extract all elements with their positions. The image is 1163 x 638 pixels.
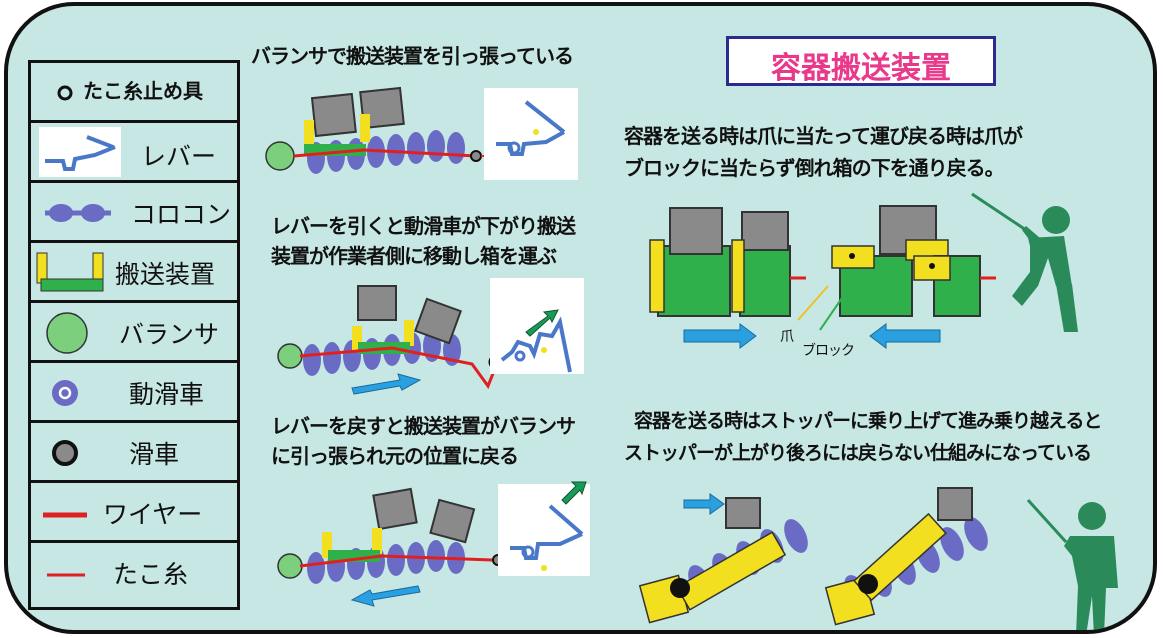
legend-label: ワイヤー (103, 500, 203, 529)
transport-device-icon (36, 252, 104, 292)
legend-row-roller: コロコン (31, 183, 237, 243)
claw-illustration (649, 205, 996, 349)
caption-claw-line2: ブロックに当たらず倒れ箱の下を通り戻る。 (624, 156, 1005, 180)
legend-label: 搬送装置 (115, 260, 216, 289)
caption-step2-line2: 装置が作業者側に移動し箱を運ぶ (271, 244, 557, 268)
legend-panel: たこ糸止め具 レバー コロコン 搬送装置 (28, 60, 240, 610)
stopper-illustration (638, 487, 988, 626)
balancer-icon (46, 312, 88, 354)
page-title: 容器搬送装置 (771, 51, 951, 86)
legend-row-pulley: 滑車 (31, 423, 237, 483)
legend-row-lever: レバー (31, 123, 237, 183)
caption-step2-line1: レバーを引くと動滑車が下がり搬送 (271, 214, 576, 238)
legend-row-movable-pulley: 動滑車 (31, 363, 237, 423)
kite-string-icon (47, 573, 85, 577)
caption-stopper-line2: ストッパーが上がり後ろには戻らない仕組みになっている (624, 442, 1092, 464)
caption-claw-line1: 容器を送る時は爪に当たって運び戻る時は爪が (624, 124, 1023, 148)
legend-label: コロコン (131, 200, 232, 229)
legend-row-kite-string: たこ糸 (31, 543, 237, 607)
wire-icon (43, 512, 87, 518)
caption-step3-line1: レバーを戻すと搬送装置がバランサ (271, 414, 576, 438)
legend-row-string-stopper: たこ糸止め具 (31, 63, 237, 123)
legend-label: バランサ (119, 320, 220, 349)
legend-label: たこ糸 (113, 560, 189, 589)
legend-label: 動滑車 (129, 380, 205, 409)
lever-icon (39, 127, 121, 177)
step1-illustration (265, 86, 578, 180)
pulley-icon (52, 440, 78, 466)
title-box: 容器搬送装置 (726, 36, 996, 86)
label-block: ブロック (802, 343, 855, 359)
small-ring-icon (57, 85, 73, 101)
step3-illustration (277, 481, 590, 607)
caption-step3-line2: に引っ張られ元の位置に戻る (271, 444, 519, 468)
caption-step1: バランサで搬送装置を引っ張っている (251, 44, 574, 68)
label-claw: 爪 (780, 329, 794, 345)
caption-stopper-line1: 容器を送る時はストッパーに乗り上げて進み乗り越えると (634, 410, 1102, 432)
legend-label: たこ糸止め具 (83, 79, 203, 103)
person-pointing-icon (971, 192, 1078, 332)
legend-row-device: 搬送装置 (31, 243, 237, 303)
legend-label: 滑車 (129, 440, 180, 469)
legend-row-balancer: バランサ (31, 303, 237, 363)
diagram-frame: たこ糸止め具 レバー コロコン 搬送装置 (4, 2, 1157, 634)
legend-row-wire: ワイヤー (31, 483, 237, 543)
step2-illustration (277, 278, 584, 395)
legend-label: レバー (141, 142, 217, 171)
roller-conveyor-icon (45, 204, 111, 222)
person-teacher-icon (1026, 498, 1118, 630)
movable-pulley-icon (52, 380, 78, 406)
